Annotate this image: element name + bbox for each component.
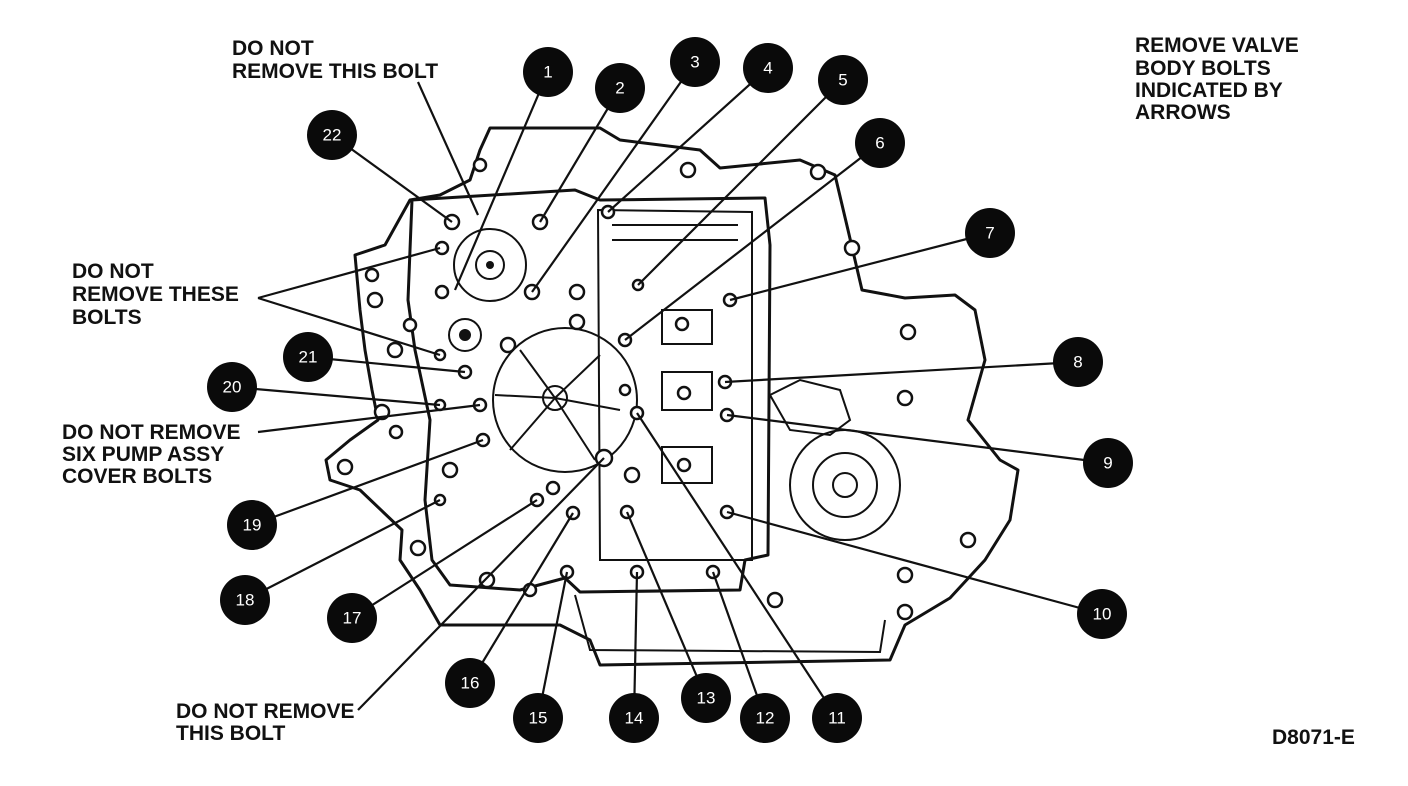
svg-text:15: 15	[529, 709, 548, 728]
svg-text:13: 13	[697, 689, 716, 708]
callout-9: 9	[1083, 438, 1133, 488]
callout-17: 17	[327, 593, 377, 643]
figure-id: D8071-E	[1272, 726, 1355, 749]
svg-text:BODY BOLTS: BODY BOLTS	[1135, 57, 1271, 80]
svg-text:DO NOT REMOVE: DO NOT REMOVE	[176, 700, 355, 723]
note-do-not-remove-these-bolts: DO NOT REMOVE THESE BOLTS	[72, 260, 239, 329]
svg-text:3: 3	[690, 53, 699, 72]
svg-text:REMOVE THIS BOLT: REMOVE THIS BOLT	[232, 60, 438, 83]
callout-15: 15	[513, 693, 563, 743]
note-instruction: REMOVE VALVE BODY BOLTS INDICATED BY ARR…	[1135, 34, 1299, 124]
leader-lines	[231, 61, 1109, 719]
svg-text:COVER BOLTS: COVER BOLTS	[62, 465, 212, 488]
callout-20: 20	[207, 362, 257, 412]
callout-1: 1	[523, 47, 573, 97]
callout-4: 4	[743, 43, 793, 93]
svg-text:22: 22	[323, 126, 342, 145]
callouts: 1 2 3 4 5 6 7 8 9 10 11 12 13 14 15 16 1…	[207, 37, 1133, 743]
svg-text:12: 12	[756, 709, 775, 728]
callout-21: 21	[283, 332, 333, 382]
svg-text:DO NOT REMOVE: DO NOT REMOVE	[62, 421, 241, 444]
callout-12: 12	[740, 693, 790, 743]
svg-text:19: 19	[243, 516, 262, 535]
svg-text:DO NOT: DO NOT	[232, 37, 314, 60]
svg-text:17: 17	[343, 609, 362, 628]
note-do-not-remove-six-pump: DO NOT REMOVE SIX PUMP ASSY COVER BOLTS	[62, 421, 241, 488]
callout-7: 7	[965, 208, 1015, 258]
svg-text:THIS BOLT: THIS BOLT	[176, 722, 285, 745]
svg-text:2: 2	[615, 79, 624, 98]
note-do-not-remove-this-bolt-top: DO NOT REMOVE THIS BOLT	[232, 37, 438, 83]
svg-text:11: 11	[828, 709, 846, 728]
svg-text:21: 21	[299, 348, 318, 367]
svg-text:DO NOT: DO NOT	[72, 260, 154, 283]
svg-text:REMOVE VALVE: REMOVE VALVE	[1135, 34, 1299, 57]
callout-18: 18	[220, 575, 270, 625]
svg-text:BOLTS: BOLTS	[72, 306, 142, 329]
callout-22: 22	[307, 110, 357, 160]
callout-10: 10	[1077, 589, 1127, 639]
transmission-housing	[324, 126, 1020, 667]
svg-text:1: 1	[543, 63, 552, 82]
callout-14: 14	[609, 693, 659, 743]
svg-text:20: 20	[223, 378, 242, 397]
svg-text:REMOVE THESE: REMOVE THESE	[72, 283, 239, 306]
svg-text:16: 16	[461, 674, 480, 693]
svg-text:9: 9	[1103, 454, 1112, 473]
svg-text:INDICATED BY: INDICATED BY	[1135, 79, 1283, 102]
svg-text:8: 8	[1073, 353, 1082, 372]
svg-text:4: 4	[763, 59, 772, 78]
svg-text:ARROWS: ARROWS	[1135, 101, 1231, 124]
callout-8: 8	[1053, 337, 1103, 387]
callout-2: 2	[595, 63, 645, 113]
svg-text:10: 10	[1093, 605, 1112, 624]
note-do-not-remove-this-bolt-bottom: DO NOT REMOVE THIS BOLT	[176, 700, 355, 745]
svg-text:18: 18	[236, 591, 255, 610]
svg-text:14: 14	[625, 709, 644, 728]
callout-19: 19	[227, 500, 277, 550]
callout-16: 16	[445, 658, 495, 708]
callout-3: 3	[670, 37, 720, 87]
callout-6: 6	[855, 118, 905, 168]
callout-13: 13	[681, 673, 731, 723]
svg-text:7: 7	[985, 224, 994, 243]
svg-text:5: 5	[838, 71, 847, 90]
svg-text:SIX PUMP ASSY: SIX PUMP ASSY	[62, 443, 224, 466]
callout-11: 11	[812, 693, 862, 743]
svg-text:6: 6	[875, 134, 884, 153]
callout-5: 5	[818, 55, 868, 105]
